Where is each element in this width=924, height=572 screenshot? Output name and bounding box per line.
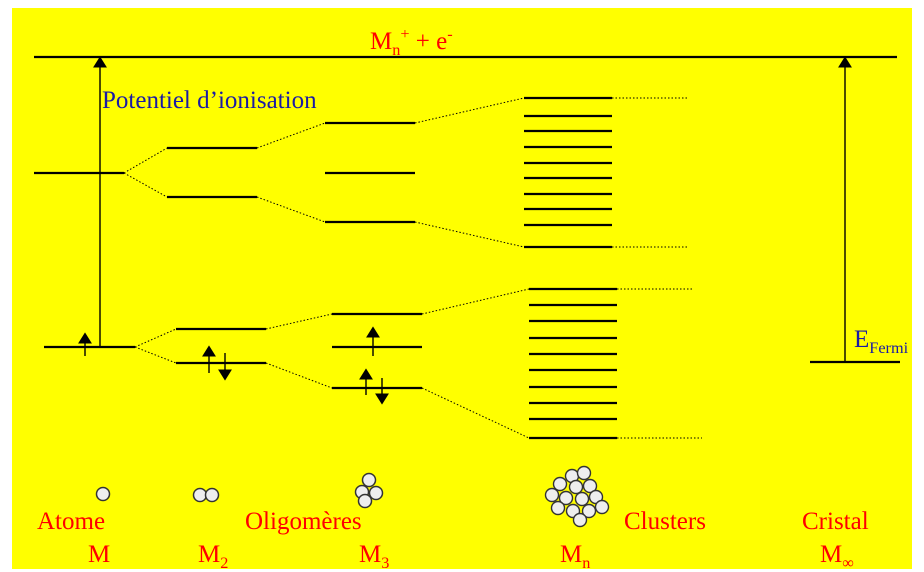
cluster-icon — [544, 465, 610, 528]
formula-crystal: M∞ — [820, 541, 854, 572]
formula-atom: M — [88, 541, 111, 568]
formula-cluster: Mn — [560, 541, 591, 572]
ionisation-potential-label: Potentiel d’ionisation — [102, 87, 317, 114]
category-name-clusters: Clusters — [624, 508, 706, 535]
dimer-icon — [192, 487, 220, 503]
energy-level-diagram — [34, 55, 900, 528]
fermi-energy-label: EFermi — [854, 326, 909, 357]
correlation-lines — [123, 97, 702, 439]
atom-icon — [95, 486, 111, 502]
cluster-lower-band — [529, 287, 617, 440]
formula-trimer: M3 — [359, 541, 390, 572]
ionised-state-label: Mn+ + e- — [370, 25, 453, 59]
cluster-upper-band — [524, 96, 612, 249]
category-name-cristal: Cristal — [802, 508, 869, 535]
diagram-canvas: Mn+ + e- Potentiel d’ionisation EFermi A… — [12, 8, 912, 572]
trimer-icon — [354, 472, 384, 509]
category-name-atome: Atome — [37, 508, 106, 535]
category-name-oligomeres: Oligomères — [245, 508, 362, 535]
formula-dimer: M2 — [198, 541, 229, 572]
